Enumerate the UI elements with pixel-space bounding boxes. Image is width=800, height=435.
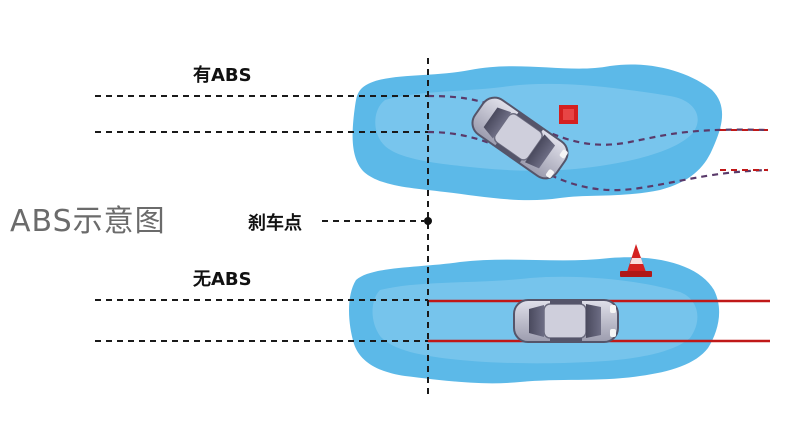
label-braking-point: 刹车点 xyxy=(248,213,302,234)
abs-path-upper xyxy=(427,94,769,146)
label-without-abs: 无ABS xyxy=(193,269,252,290)
traffic-cone-icon xyxy=(620,244,652,277)
abs-path-lower xyxy=(427,130,769,192)
car-icon xyxy=(471,96,569,180)
car-icon xyxy=(513,299,619,343)
label-with-abs: 有ABS xyxy=(193,65,252,86)
braking-point-dot xyxy=(424,217,432,225)
diagram-title: ABS示意图 xyxy=(10,204,166,239)
obstacle-box-icon xyxy=(559,105,578,124)
